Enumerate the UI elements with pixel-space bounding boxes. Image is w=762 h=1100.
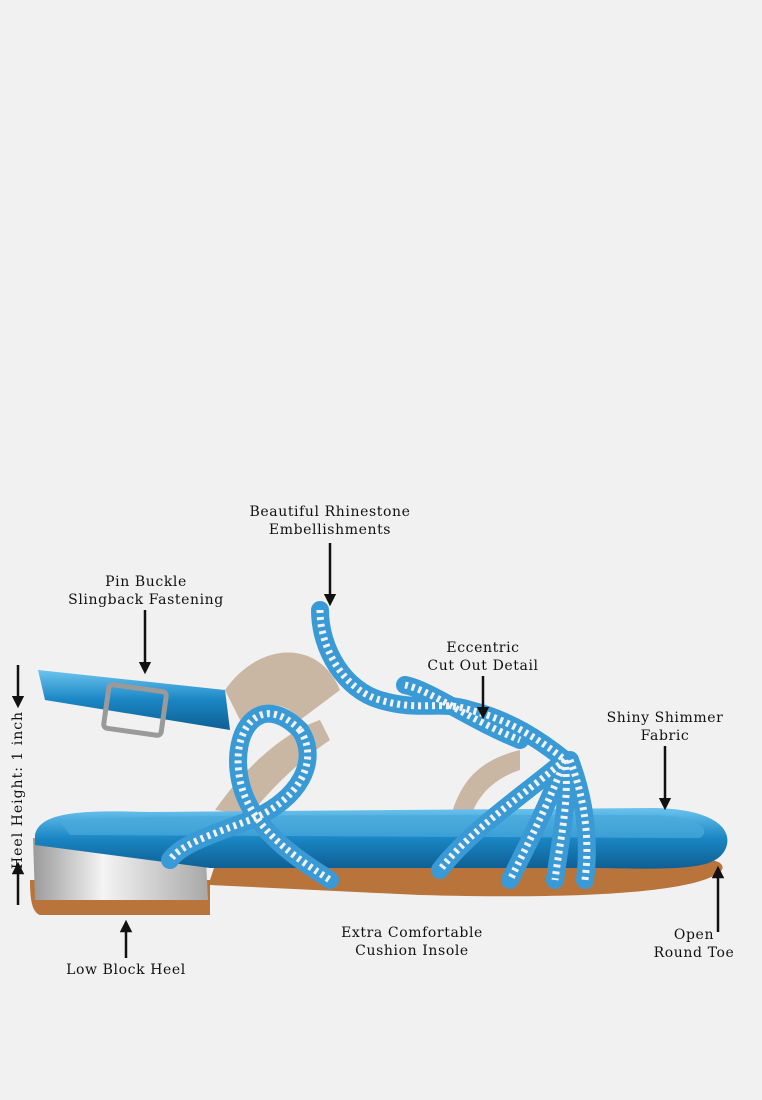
label-toe: Open Round Toe	[654, 926, 735, 962]
label-line: Extra Comfortable	[341, 925, 483, 941]
label-line: Fabric	[640, 728, 690, 744]
label-heel-height: Heel Height: 1 inch	[10, 710, 26, 870]
label-line: Shiny Shimmer	[606, 710, 724, 726]
label-line: Cut Out Detail	[427, 658, 539, 674]
sandal	[30, 601, 728, 915]
label-line: Round Toe	[653, 945, 735, 961]
rhinestones	[167, 609, 591, 883]
label-line: Open	[673, 927, 715, 943]
pin-buckle	[101, 682, 169, 738]
label-line: Eccentric	[446, 640, 520, 656]
label-line: Beautiful Rhinestone	[249, 504, 411, 520]
label-heel: Low Block Heel	[66, 962, 186, 978]
slingback-strap	[38, 670, 230, 730]
label-insole: Extra Comfortable Cushion Insole	[341, 924, 483, 960]
label-line: Embellishments	[268, 522, 392, 538]
inner-lining	[225, 652, 340, 720]
label-line: Pin Buckle	[105, 574, 187, 590]
label-rhinestone: Beautiful Rhinestone Embellishments	[249, 503, 410, 539]
label-fabric: Shiny Shimmer Fabric	[607, 709, 724, 745]
label-line: Slingback Fastening	[68, 592, 224, 608]
annotation-arrows	[11, 543, 725, 958]
label-line: Cushion Insole	[355, 943, 469, 959]
label-buckle: Pin Buckle Slingback Fastening	[68, 573, 224, 609]
label-cutout: Eccentric Cut Out Detail	[427, 639, 538, 675]
